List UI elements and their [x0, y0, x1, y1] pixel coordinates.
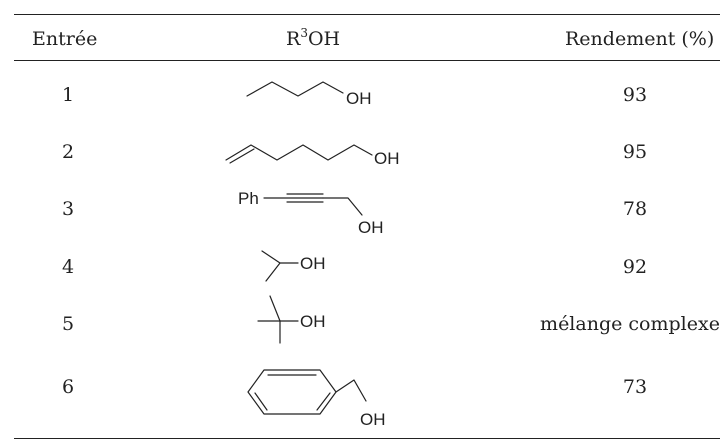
tbu-methyl-up — [269, 295, 281, 322]
structure-3-oh-label: OH — [358, 218, 384, 237]
row-6-entry: 6 — [61, 376, 75, 398]
row-1-entry: 1 — [61, 84, 75, 106]
structure-tert-butanol: OH — [257, 295, 326, 344]
top-rule — [14, 14, 720, 15]
structure-benzyl-alcohol: OH — [247, 369, 386, 429]
header-alcohol-r: R — [286, 28, 301, 50]
alkene-second-bond — [229, 148, 255, 164]
benzene-ring — [247, 369, 337, 415]
header-yield: Rendement (%) — [565, 28, 715, 50]
structure-2-oh-label: OH — [374, 149, 400, 168]
row-4-yield: 92 — [622, 256, 648, 278]
structure-phenylpropynol: Ph OH — [238, 189, 384, 237]
header-alcohol-oh: OH — [307, 28, 341, 50]
row-2-yield: 95 — [622, 141, 648, 163]
structure-hexenol: OH — [225, 144, 400, 168]
row-5-entry: 5 — [61, 313, 75, 335]
structure-5-oh-label: OH — [300, 312, 326, 331]
structure-3-ph-label: Ph — [238, 189, 259, 208]
header-rule — [14, 60, 720, 61]
butyl-chain-bonds — [246, 81, 344, 97]
row-6-yield: 73 — [622, 376, 648, 398]
row-4-entry: 4 — [61, 256, 75, 278]
structure-6-oh-label: OH — [360, 410, 386, 429]
structure-butanol: OH — [246, 81, 372, 108]
row-1-yield: 93 — [622, 84, 648, 106]
row-5-yield: mélange complexe — [540, 313, 720, 335]
row-2-entry: 2 — [61, 141, 75, 163]
structure-4-oh-label: OH — [300, 254, 326, 273]
ring-double-bond-left — [254, 392, 268, 411]
structure-1-oh-label: OH — [346, 89, 372, 108]
bottom-rule — [14, 438, 720, 439]
structure-isopropanol: OH — [261, 250, 326, 282]
ring-double-bond-right — [316, 392, 331, 411]
isopropyl-bonds — [261, 250, 281, 282]
header-entry: Entrée — [32, 28, 98, 50]
propargyl-bonds — [322, 197, 363, 216]
row-3-entry: 3 — [61, 198, 75, 220]
row-3-yield: 78 — [622, 198, 648, 220]
header-alcohol-superscript: 3 — [300, 26, 308, 40]
benzylic-bonds — [335, 379, 367, 402]
hexenyl-chain-bonds — [225, 144, 373, 161]
header-alcohol: R3OH — [286, 27, 340, 51]
